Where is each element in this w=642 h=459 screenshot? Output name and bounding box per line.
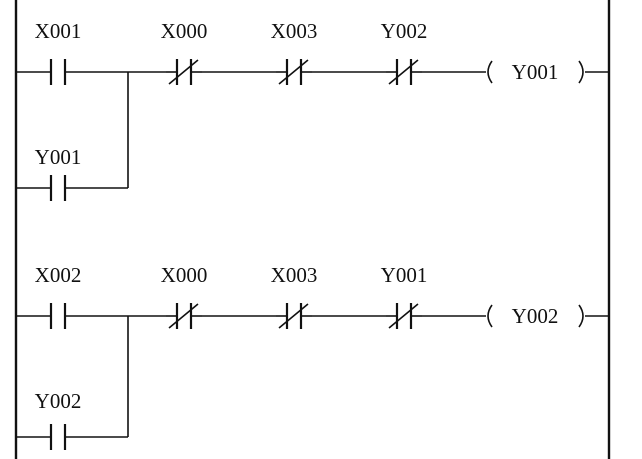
output-coil [487, 304, 584, 328]
normally-open-contact [49, 303, 67, 329]
normally-closed-contact [166, 303, 202, 329]
rung-1: X001 X000 X003 Y002 [16, 19, 609, 201]
output-coil [487, 60, 584, 84]
contact-label: X003 [271, 19, 318, 43]
normally-closed-contact [276, 303, 312, 329]
contact-label: Y001 [381, 263, 428, 287]
contact-label: Y002 [381, 19, 428, 43]
contact-label: Y002 [35, 389, 82, 413]
contact-label: Y001 [35, 145, 82, 169]
contact-label: X000 [161, 19, 208, 43]
rung-2: X002 X000 X003 Y001 [16, 263, 609, 450]
coil-label: Y002 [512, 304, 559, 328]
normally-closed-contact [276, 59, 312, 85]
normally-closed-contact [166, 59, 202, 85]
normally-open-contact [49, 175, 67, 201]
normally-open-contact [49, 424, 67, 450]
coil-label: Y001 [512, 60, 559, 84]
normally-closed-contact [386, 59, 422, 85]
contact-label: X002 [35, 263, 82, 287]
contact-label: X003 [271, 263, 318, 287]
normally-closed-contact [386, 303, 422, 329]
contact-label: X001 [35, 19, 82, 43]
contact-label: X000 [161, 263, 208, 287]
normally-open-contact [49, 59, 67, 85]
